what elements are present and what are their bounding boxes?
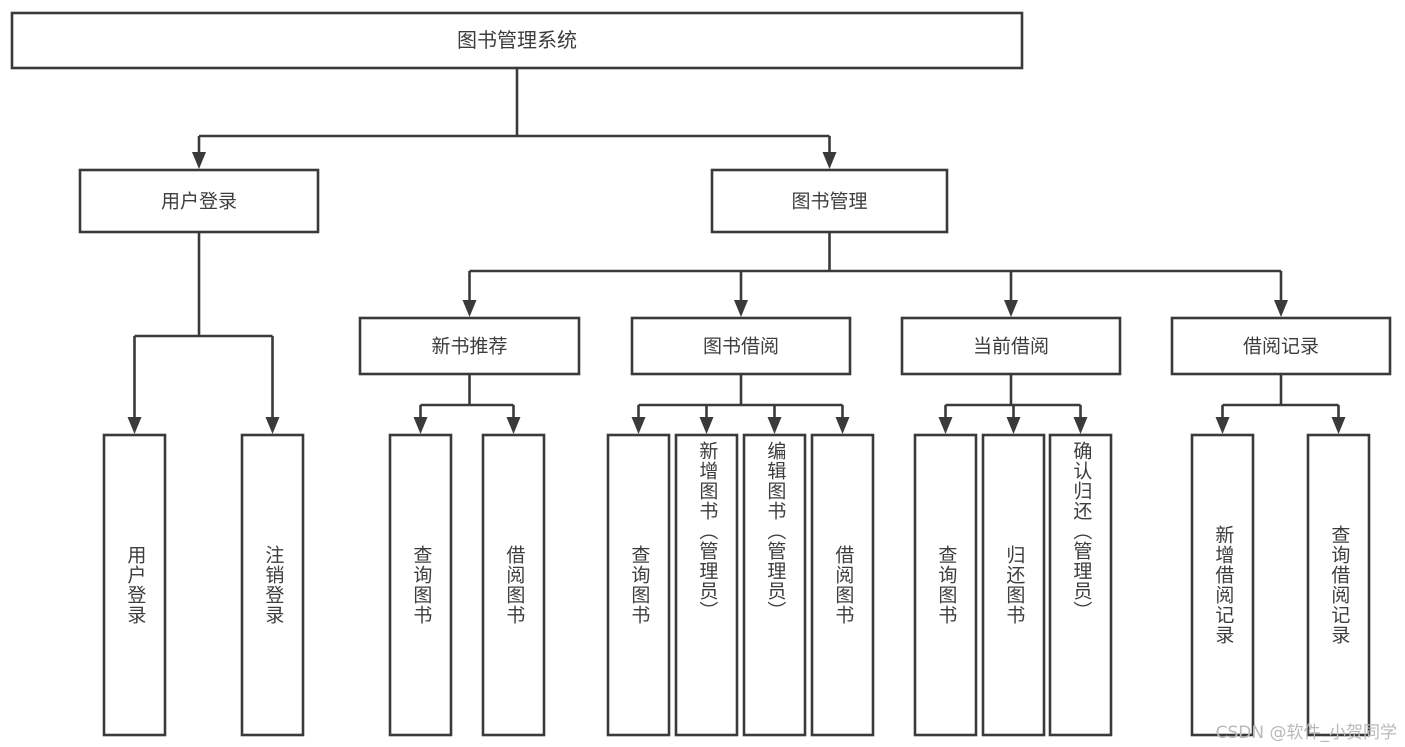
arrow-head-icon [734, 300, 748, 317]
arrow-head-icon [767, 417, 782, 434]
leaf-node-8[interactable] [913, 433, 978, 737]
leaf-box [1306, 433, 1371, 737]
leaf-node-11[interactable] [1190, 433, 1255, 737]
node-root-null[interactable]: 图书管理系统 [10, 11, 1024, 70]
node-box [630, 316, 852, 376]
arrow-head-icon [127, 417, 142, 434]
arrow-head-icon [835, 417, 850, 434]
node-level2-1[interactable]: 图书借阅 [630, 316, 852, 376]
arrow-head-icon [1006, 417, 1021, 434]
arrow-head-icon [1004, 300, 1018, 317]
node-level1-1[interactable]: 图书管理 [710, 168, 949, 234]
leaf-node-12[interactable] [1306, 433, 1371, 737]
arrow-head-icon [1274, 300, 1288, 317]
connector-links [127, 68, 1346, 434]
node-label: 图书管理 [791, 191, 867, 213]
leaf-box [913, 433, 978, 737]
node-level2-3[interactable]: 借阅记录 [1170, 316, 1392, 376]
arrow-head-icon [192, 152, 206, 169]
node-label: 图书管理系统 [457, 28, 577, 52]
leaf-box [810, 433, 875, 737]
node-label: 当前借阅 [973, 336, 1049, 358]
leaf-box [388, 433, 453, 737]
node-label: 图书借阅 [703, 336, 779, 358]
leaf-node-5[interactable] [674, 433, 739, 737]
node-level2-0[interactable]: 新书推荐 [358, 316, 581, 376]
node-box [10, 11, 1024, 70]
leaf-box [742, 433, 807, 737]
leaf-node-7[interactable] [810, 433, 875, 737]
leaf-box [1048, 433, 1113, 737]
leaf-node-2[interactable] [388, 433, 453, 737]
leaf-box [481, 433, 546, 737]
arrow-head-icon [1215, 417, 1230, 434]
node-level1-0[interactable]: 用户登录 [78, 168, 320, 234]
arrow-head-icon [413, 417, 428, 434]
leaf-node-10[interactable] [1048, 433, 1113, 737]
arrow-head-icon [1073, 417, 1088, 434]
node-label: 用户登录 [161, 191, 237, 213]
leaf-node-9[interactable] [981, 433, 1046, 737]
arrow-head-icon [506, 417, 521, 434]
node-box [358, 316, 581, 376]
leaf-node-1[interactable] [240, 433, 305, 737]
leaf-node-6[interactable] [742, 433, 807, 737]
leaf-box [981, 433, 1046, 737]
arrow-head-icon [822, 152, 837, 169]
arrow-head-icon [938, 417, 953, 434]
leaf-node-3[interactable] [481, 433, 546, 737]
leaf-box [674, 433, 739, 737]
arrow-head-icon [631, 417, 646, 434]
leaf-box [606, 433, 671, 737]
node-label: 借阅记录 [1243, 336, 1319, 358]
leaf-box [102, 433, 167, 737]
node-box [710, 168, 949, 234]
node-box [900, 316, 1122, 376]
leaf-node-4[interactable] [606, 433, 671, 737]
arrow-head-icon [462, 300, 477, 317]
leaf-box [1190, 433, 1255, 737]
node-label: 新书推荐 [431, 336, 507, 358]
node-box [1170, 316, 1392, 376]
node-box [78, 168, 320, 234]
arrow-head-icon [1331, 417, 1346, 434]
leaf-node-0[interactable] [102, 433, 167, 737]
node-level2-2[interactable]: 当前借阅 [900, 316, 1122, 376]
leaf-box [240, 433, 305, 737]
arrow-head-icon [699, 417, 714, 434]
watermark-text: CSDN @软件_小贺同学 [1215, 723, 1397, 743]
arrow-head-icon [265, 417, 280, 434]
